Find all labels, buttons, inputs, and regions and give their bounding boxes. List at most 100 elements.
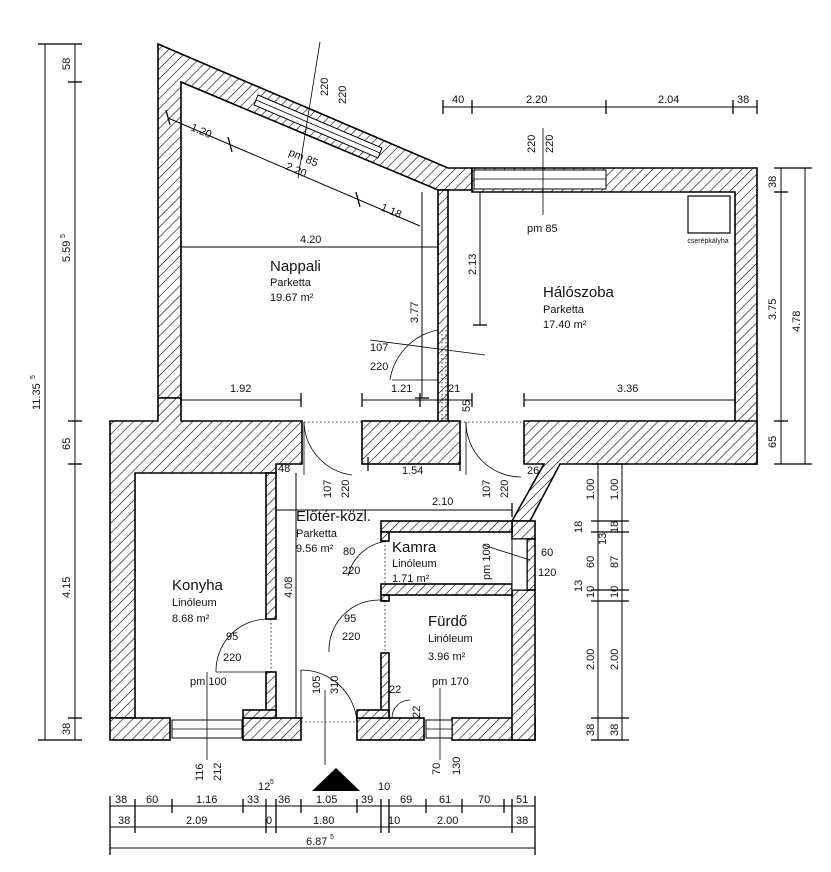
nappali-window-height: 220 bbox=[337, 86, 349, 104]
dim-21: 21 bbox=[448, 383, 460, 395]
room-label-furdo: Fürdő Linóleum 3.96 m² bbox=[428, 613, 473, 663]
furdo-window-width: 70 bbox=[431, 763, 443, 775]
dimension-texts: 1.20 2.20 1.18 4.20 3.77 2.13 40 2.20 2.… bbox=[30, 58, 803, 848]
entrance-width: 105 bbox=[311, 676, 323, 694]
room-floor: Parketta bbox=[270, 277, 312, 289]
dim-336: 3.36 bbox=[617, 383, 638, 395]
room-floor: Parketta bbox=[296, 528, 338, 540]
dim-right-375: 3.75 bbox=[767, 299, 779, 320]
dim-total-sup: 5 bbox=[330, 834, 334, 841]
dim-left-1135: 11.35 5 bbox=[30, 375, 43, 410]
dim-left-559-sup: 5 bbox=[60, 234, 67, 238]
room-floor: Parketta bbox=[543, 304, 585, 316]
dim-top-204: 2.04 bbox=[658, 94, 679, 106]
b1-1: 60 bbox=[146, 794, 158, 806]
small-dim-22a: 22 bbox=[389, 684, 401, 696]
dim-b-12-sup: 5 bbox=[270, 779, 274, 786]
room-name: Előtér-közl. bbox=[296, 508, 371, 525]
kamra-sill-height: pm 100 bbox=[481, 543, 493, 580]
dim-top-40: 40 bbox=[452, 94, 464, 106]
room-area: 9.56 m² bbox=[296, 543, 334, 555]
dim-rs-60: 60 bbox=[585, 556, 597, 568]
room-floor: Linóleum bbox=[428, 633, 473, 645]
room-area: 3.96 m² bbox=[428, 651, 466, 663]
dim-top-220: 2.20 bbox=[526, 94, 547, 106]
dim-rs-18b: 18 bbox=[609, 521, 621, 533]
room-name: Nappali bbox=[270, 258, 321, 275]
dim-rs-18a: 18 bbox=[573, 521, 585, 533]
dim-rs-10a: 10 bbox=[585, 586, 597, 598]
dim-right-65: 65 bbox=[767, 436, 779, 448]
konyha-window-width: 116 bbox=[194, 763, 206, 781]
konyha-sill-height: pm 100 bbox=[190, 676, 227, 688]
dim-b-10: 10 bbox=[378, 781, 390, 793]
furdo-window-height: 130 bbox=[451, 757, 463, 775]
b1-8: 61 bbox=[439, 794, 451, 806]
dim-48: 48 bbox=[278, 463, 290, 475]
kamra-vent-height: 120 bbox=[538, 567, 556, 579]
dim-377: 3.77 bbox=[409, 302, 421, 323]
dim-rs-87: 87 bbox=[609, 556, 621, 568]
walls bbox=[109, 42, 758, 741]
door-right-height: 220 bbox=[499, 480, 511, 498]
dim-210: 2.10 bbox=[432, 496, 453, 508]
dim-rs-38b: 38 bbox=[609, 724, 621, 736]
dim-left-1135-sup: 5 bbox=[30, 375, 37, 379]
dim-120: 1.20 bbox=[189, 122, 213, 141]
dim-408: 4.08 bbox=[283, 577, 295, 598]
door-kamra-width: 80 bbox=[343, 546, 355, 558]
door-left-height: 220 bbox=[340, 480, 352, 498]
door-konyha-width: 95 bbox=[226, 631, 238, 643]
b1-4: 36 bbox=[278, 794, 290, 806]
kamra-vent-width: 60 bbox=[541, 547, 553, 559]
halo-window-height: 220 bbox=[544, 135, 556, 153]
dim-top-38: 38 bbox=[737, 94, 749, 106]
b2-1: 2.09 bbox=[186, 815, 207, 827]
dim-rs-10b: 10 bbox=[609, 586, 621, 598]
b1-0: 38 bbox=[115, 794, 127, 806]
dim-121: 1.21 bbox=[391, 383, 412, 395]
nappali-window-width: 220 bbox=[319, 78, 331, 96]
entrance-arrow-icon bbox=[312, 768, 360, 791]
room-area: 8.68 m² bbox=[172, 613, 210, 625]
b1-9: 70 bbox=[478, 794, 490, 806]
dim-192: 1.92 bbox=[230, 383, 251, 395]
dim-total-value: 6.87 bbox=[306, 836, 327, 848]
door-kamra-height: 220 bbox=[342, 565, 360, 577]
dim-rs-100a: 1.00 bbox=[585, 479, 597, 500]
halo-sill-height: pm 85 bbox=[527, 223, 558, 235]
room-label-nappali: Nappali Parketta 19.67 m² bbox=[270, 258, 321, 304]
dim-left-559-value: 5.59 bbox=[61, 241, 73, 262]
room-area: 1.71 m² bbox=[392, 573, 430, 585]
stove-label: cserépkályha bbox=[687, 238, 728, 245]
dim-213: 2.13 bbox=[467, 254, 479, 275]
small-dim-22b: 22 bbox=[411, 706, 423, 718]
dim-26: 26 bbox=[527, 465, 539, 477]
furdo-sill-height: pm 170 bbox=[432, 676, 469, 688]
door-right-width: 107 bbox=[481, 480, 493, 498]
room-label-haloszoba: Hálószoba Parketta 17.40 m² bbox=[543, 284, 615, 331]
doors bbox=[215, 329, 524, 723]
entrance-height: 310 bbox=[329, 676, 341, 694]
room-area: 19.67 m² bbox=[270, 292, 314, 304]
dim-left-58: 58 bbox=[61, 58, 73, 70]
dim-left-415: 4.15 bbox=[61, 577, 73, 598]
room-area: 17.40 m² bbox=[543, 319, 587, 331]
door-konyha-height: 220 bbox=[223, 652, 241, 664]
room-label-kamra: Kamra Linóleum 1.71 m² bbox=[392, 539, 437, 585]
room-label-konyha: Konyha Linóleum 8.68 m² bbox=[172, 577, 224, 625]
dim-154: 1.54 bbox=[402, 465, 423, 477]
dim-rs-13: 13 bbox=[597, 533, 609, 545]
dim-rs-100b: 1.00 bbox=[609, 479, 621, 500]
b1-3: 33 bbox=[247, 794, 259, 806]
door-left-width: 107 bbox=[322, 480, 334, 498]
room-label-eloter: Előtér-közl. Parketta 9.56 m² bbox=[296, 508, 371, 555]
b1-2: 1.16 bbox=[196, 794, 217, 806]
opening-labels: 220 220 pm 85 220 220 pm 85 107 220 107 … bbox=[190, 78, 558, 781]
b1-10: 51 bbox=[516, 794, 528, 806]
stove-icon bbox=[687, 195, 731, 234]
door-furdo-height: 220 bbox=[342, 631, 360, 643]
room-name: Hálószoba bbox=[543, 284, 615, 301]
dim-rs-200a: 2.00 bbox=[585, 649, 597, 670]
